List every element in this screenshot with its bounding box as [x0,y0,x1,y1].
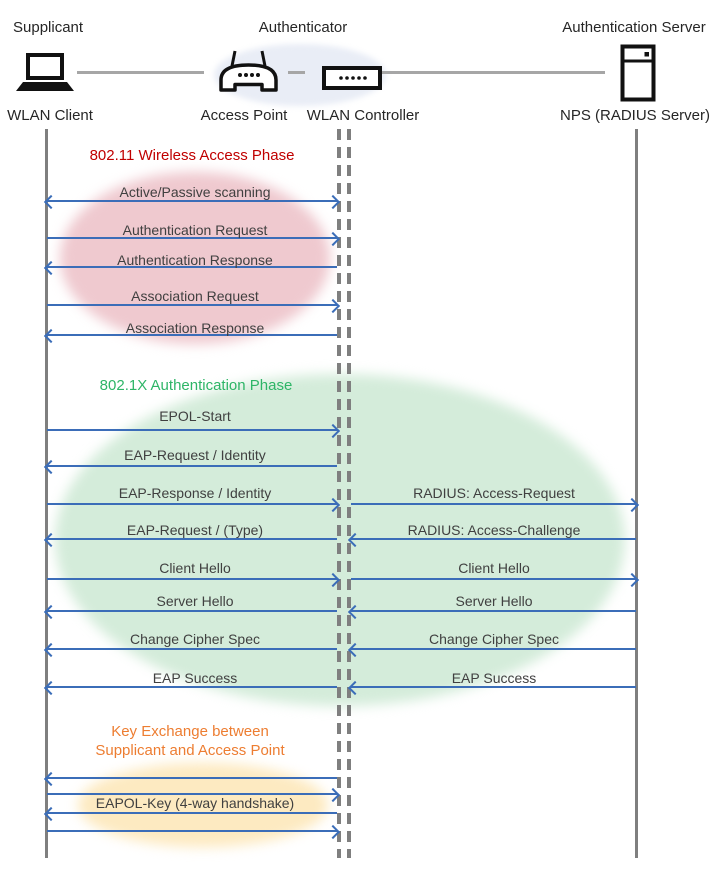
message-label: EAPOL-Key (4-way handshake) [95,795,295,811]
lifeline-wlan-client [45,129,48,858]
device-wlan-client: WLAN Client [7,107,93,124]
message-arrow [47,578,337,580]
message-arrow [351,578,636,580]
message-label: Client Hello [458,560,530,576]
message-arrow [47,538,337,540]
message-label: Server Hello [455,593,533,609]
message-label: EAP Success [152,670,238,686]
device-nps: NPS (RADIUS Server) [559,107,711,124]
connector-client-ap [77,71,204,74]
access-point-icon [219,50,278,92]
message-arrow [47,777,337,779]
role-auth-server: Authentication Server [562,19,706,36]
message-label: RADIUS: Access-Challenge [407,522,581,538]
message-arrow [47,793,337,795]
connector-ap-controller [288,71,305,74]
message-arrow [47,334,337,336]
role-authenticator: Authenticator [258,19,348,36]
lifeline-controller-right [347,129,351,858]
message-label: Authentication Request [122,222,268,238]
message-arrow [351,648,636,650]
lifeline-radius-server [635,129,638,858]
lifeline-controller-left [337,129,341,858]
phase2-title: 802.1X Authentication Phase [99,377,293,394]
message-arrow [351,610,636,612]
phase3-title-line2: Supplicant and Access Point [95,742,285,759]
device-wlan-controller: WLAN Controller [306,107,420,124]
message-arrow [351,686,636,688]
message-label: EAP-Response / Identity [118,485,272,501]
message-label: EAP Success [451,670,537,686]
message-label: Change Cipher Spec [130,631,260,647]
message-arrow [47,237,337,239]
device-access-point: Access Point [200,107,288,124]
message-arrow [47,503,337,505]
message-label: Client Hello [159,560,231,576]
message-arrow [47,830,337,832]
message-arrow [47,266,337,268]
phase1-title: 802.11 Wireless Access Phase [89,147,295,164]
message-label: Change Cipher Spec [429,631,559,647]
connector-controller-server [382,71,605,74]
message-arrow [47,686,337,688]
message-label: Server Hello [156,593,234,609]
message-arrow [47,304,337,306]
message-label: EPOL-Start [159,408,231,424]
message-arrow [47,429,337,431]
message-arrow [47,610,337,612]
message-label: Authentication Response [117,252,273,268]
role-supplicant: Supplicant [13,19,84,36]
message-label: Active/Passive scanning [119,184,271,200]
message-arrow [351,503,636,505]
message-arrow [47,465,337,467]
message-label: Association Response [125,320,265,336]
message-label: Association Request [131,288,259,304]
message-arrow [47,200,337,202]
phase3-title: Key Exchange between Supplicant and Acce… [60,722,320,760]
message-label: EAP-Request / Identity [124,447,266,463]
message-label: EAP-Request / (Type) [126,522,264,538]
phase3-title-line1: Key Exchange between [111,723,269,740]
laptop-icon [16,53,74,91]
message-arrow [351,538,636,540]
message-arrow [47,648,337,650]
message-arrow [47,812,337,814]
server-icon [620,44,656,102]
message-label: RADIUS: Access-Request [413,485,575,501]
wlan-controller-icon [322,66,382,90]
